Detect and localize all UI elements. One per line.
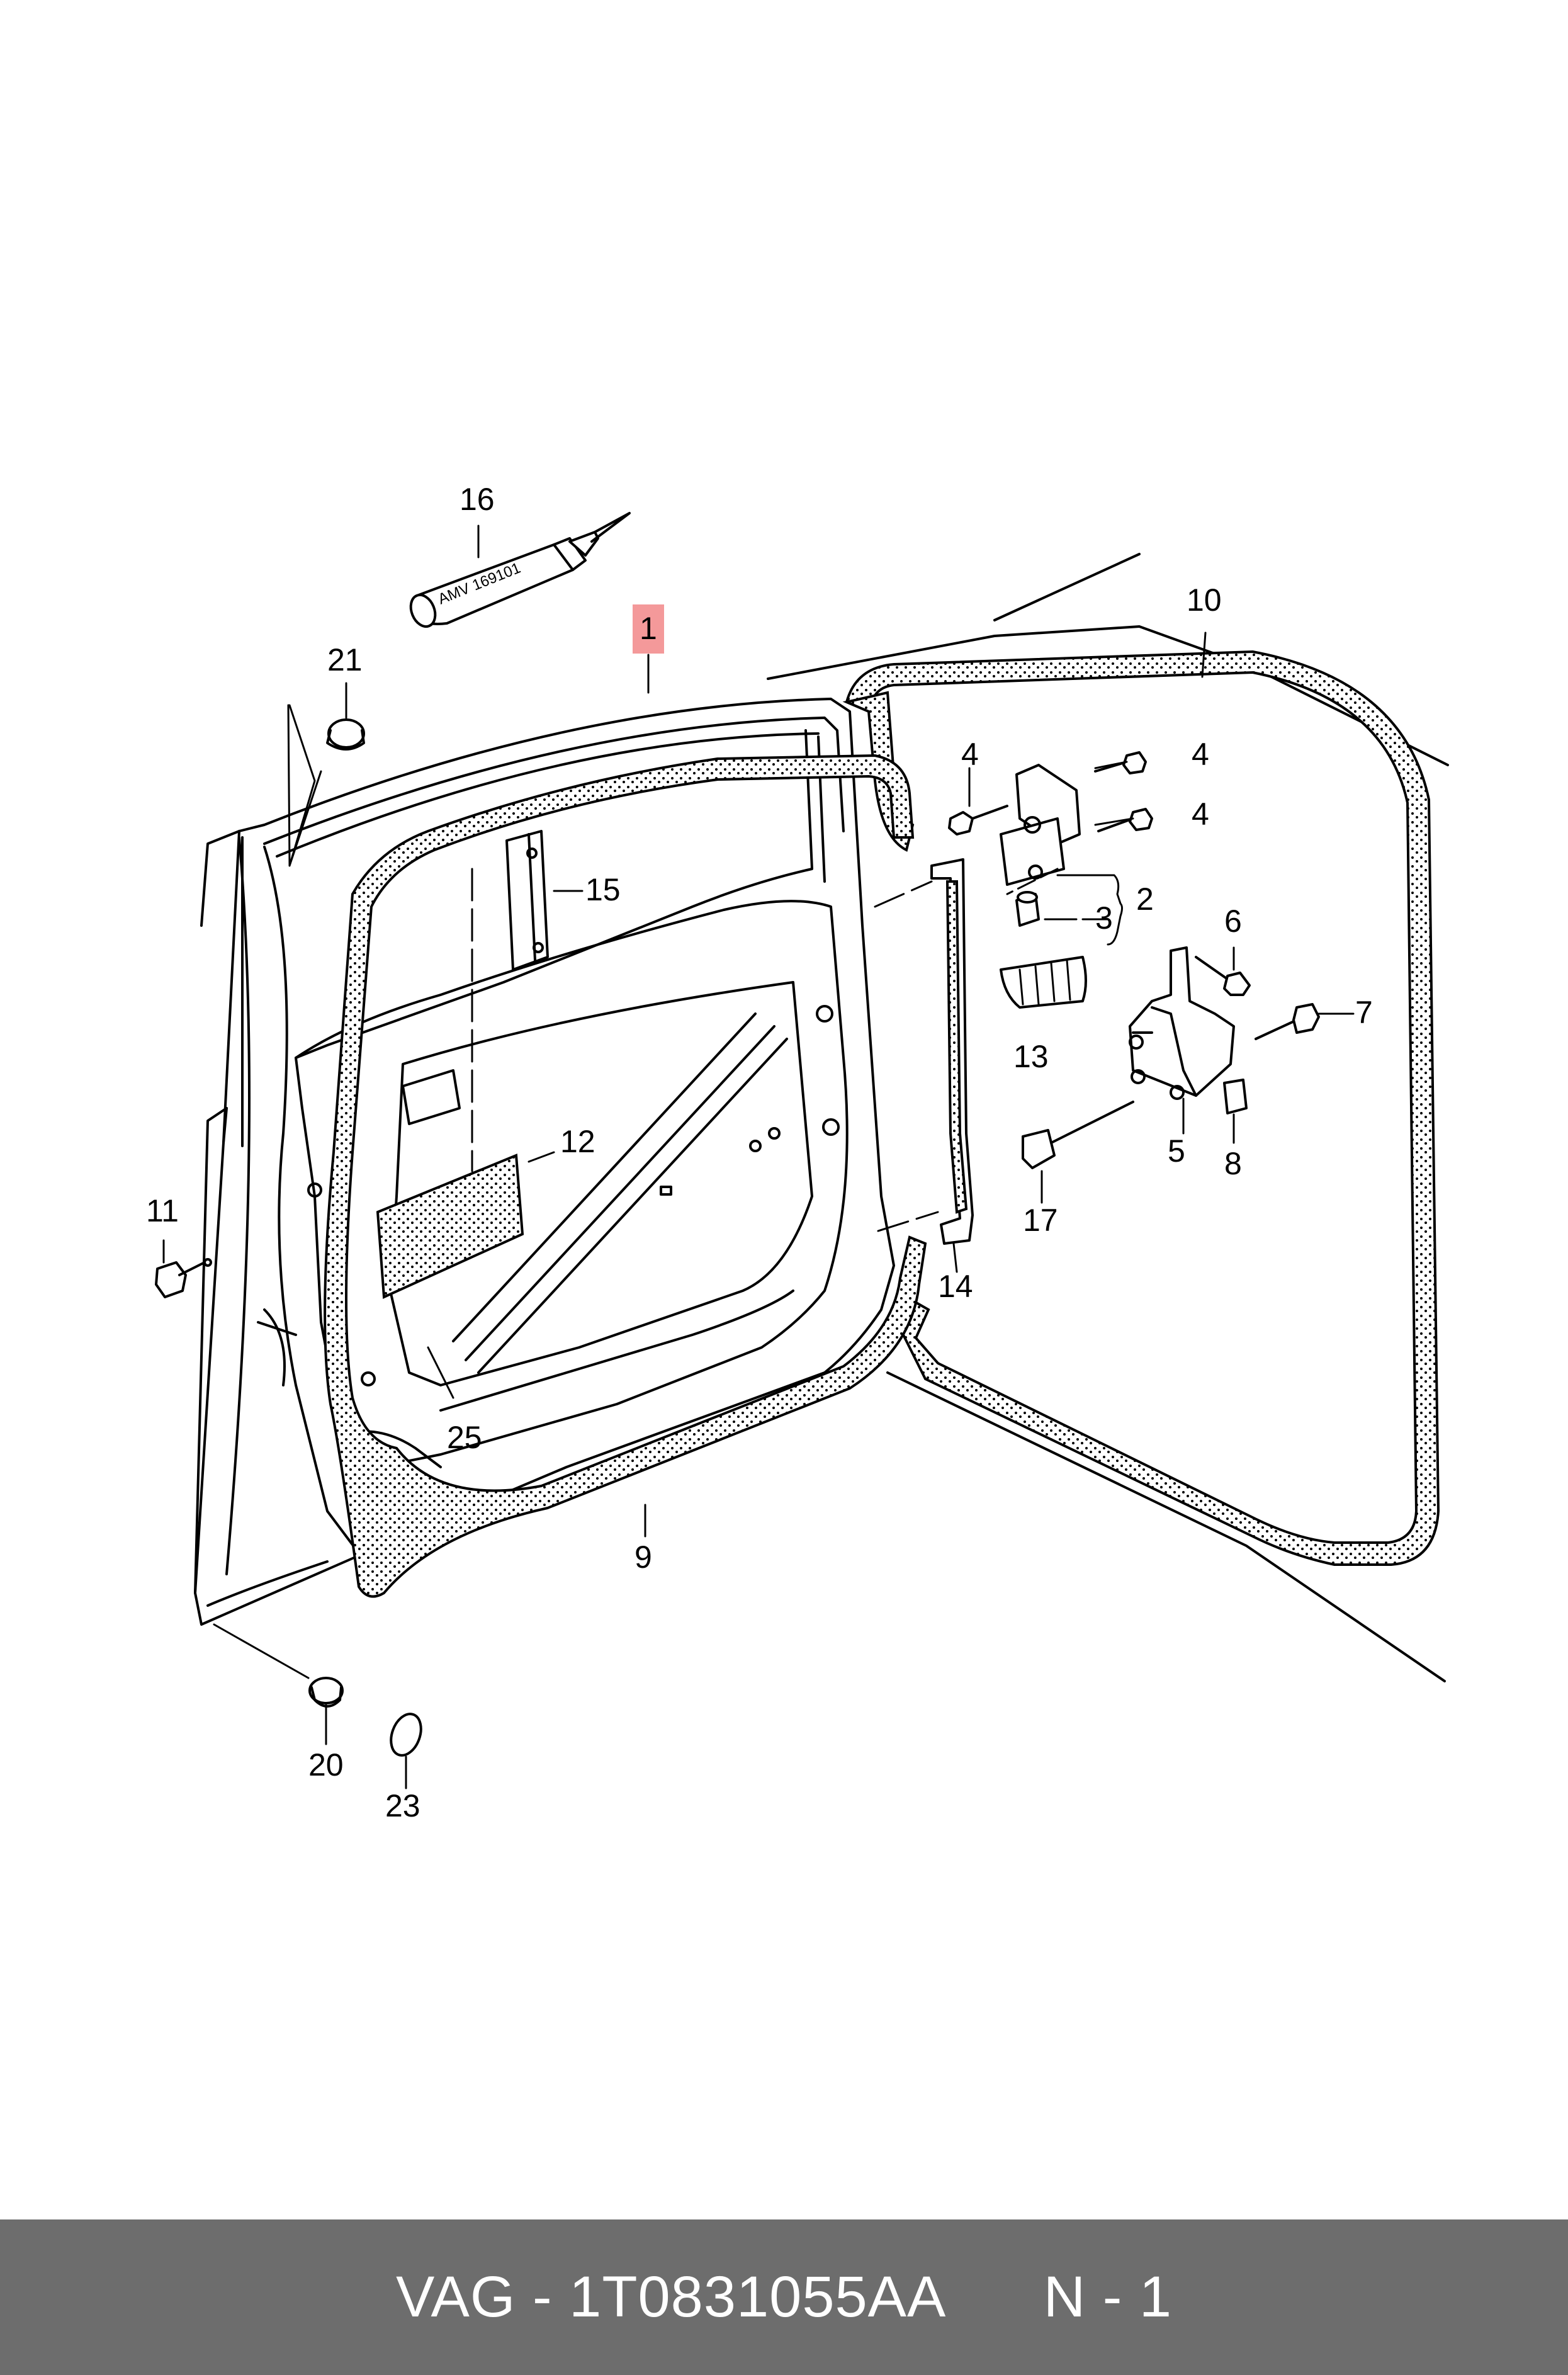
body-outline — [767, 553, 1449, 1682]
door-opening-seal — [845, 650, 1440, 1566]
callout-4c: 4 — [1192, 796, 1209, 832]
bolt-7 — [1292, 1003, 1320, 1034]
callouts: 1 2 3 4 4 4 5 6 7 8 9 10 11 12 13 14 15 … — [146, 482, 1373, 1823]
hinge-upper — [1000, 764, 1081, 886]
callout-17: 17 — [1023, 1203, 1058, 1238]
callout-13: 13 — [1013, 1039, 1049, 1074]
clip-17 — [1022, 1101, 1134, 1169]
callout-25: 25 — [447, 1420, 482, 1455]
callout-10: 10 — [1187, 582, 1222, 618]
bolt-6 — [1223, 972, 1251, 996]
callout-3: 3 — [1095, 900, 1113, 936]
callout-7: 7 — [1355, 995, 1373, 1030]
leader-lines — [162, 524, 1355, 1789]
sealant-tube: AMV 169101 — [409, 512, 631, 628]
part-3 — [1015, 891, 1040, 927]
callout-9: 9 — [635, 1539, 652, 1575]
callout-8: 8 — [1224, 1146, 1242, 1181]
bump-stop-8 — [1223, 1079, 1248, 1114]
door-exploded-diagram: AMV 169101 — [146, 482, 1449, 1823]
callout-6: 6 — [1224, 904, 1242, 939]
door-check — [1129, 946, 1235, 1100]
cap-23 — [390, 1713, 422, 1757]
bolt-11 — [155, 1258, 212, 1298]
callout-20: 20 — [308, 1747, 344, 1783]
alignment-lines — [471, 868, 1059, 1232]
callout-16: 16 — [460, 482, 495, 517]
callout-11: 11 — [146, 1193, 179, 1228]
callout-21: 21 — [327, 642, 363, 677]
callout-1: 1 — [640, 611, 657, 646]
callout-4b: 4 — [1192, 737, 1209, 772]
callout-2: 2 — [1136, 881, 1154, 917]
seal-strip-14-fill — [945, 880, 968, 1214]
buffer-13 — [1000, 956, 1087, 1009]
part-number-caption: VAG - 1T0831055AA N - 1 — [395, 2265, 1173, 2329]
callout-15: 15 — [585, 872, 621, 907]
callout-12: 12 — [560, 1124, 595, 1159]
callout-4a: 4 — [961, 737, 979, 772]
footer-bar: VAG - 1T0831055AA N - 1 — [0, 2219, 1568, 2375]
callout-23: 23 — [385, 1788, 420, 1823]
callout-5: 5 — [1168, 1133, 1185, 1169]
callout-1-highlight — [633, 604, 664, 654]
clip-21 — [287, 704, 365, 867]
rail-15 — [505, 830, 549, 971]
door-seal — [324, 754, 927, 1598]
callout-14: 14 — [938, 1269, 973, 1304]
plug-20 — [308, 1677, 344, 1708]
insulation-pad — [376, 1153, 524, 1300]
bolts-4 — [948, 751, 1153, 836]
